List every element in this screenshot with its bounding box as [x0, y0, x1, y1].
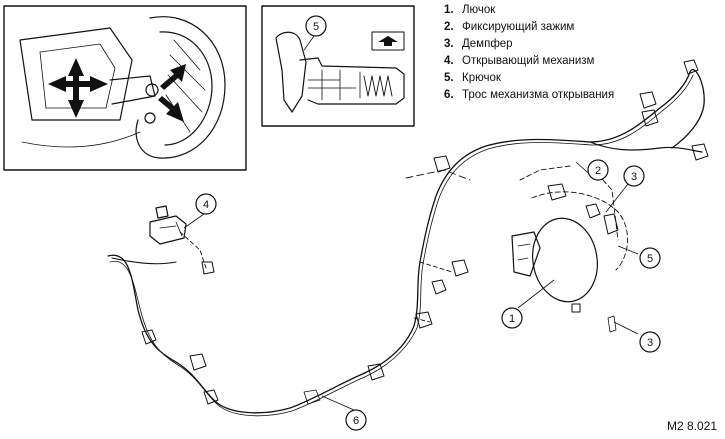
legend-number: 2. [444, 21, 454, 33]
callout-label: 1 [509, 313, 515, 325]
legend-number: 6. [444, 89, 454, 101]
callout-2: 2 [587, 159, 609, 181]
cable-clips [141, 59, 709, 405]
callout-5: 5 [639, 247, 661, 269]
legend-text: Лючок [462, 4, 496, 16]
legend-item: 3. Демпфер [444, 36, 614, 53]
legend-number: 5. [444, 72, 454, 84]
callout-label: 3 [647, 337, 653, 349]
callout-label: 5 [647, 253, 653, 265]
legend-number: 3. [444, 38, 454, 50]
parts-legend: 1. Лючок 2. Фиксирующий зажим 3. Демпфер 4.… [444, 2, 614, 104]
legend-item: 2. Фиксирующий зажим [444, 19, 614, 36]
leader-lines [183, 35, 639, 411]
callout-label: 3 [631, 171, 637, 183]
figure-code: M2 8.021 [666, 419, 717, 433]
callout-label: 4 [203, 199, 209, 211]
legend-text: Трос механизма открывания [462, 89, 615, 101]
opener-mechanism [149, 205, 187, 245]
legend-item: 4. Открывающий механизм [444, 53, 614, 70]
adjustment-arrows [48, 58, 186, 122]
callout-3-upper: 3 [623, 165, 645, 187]
inset-hook-mechanism [261, 5, 415, 127]
legend-item: 6. Трос механизма открывания [444, 87, 614, 104]
callout-4: 4 [195, 193, 217, 215]
cable-routing [107, 69, 705, 417]
legend-number: 1. [444, 4, 454, 16]
callout-5-inset: 5 [305, 15, 327, 37]
legend-text: Фиксирующий зажим [462, 21, 575, 33]
inset-fuel-door [3, 5, 247, 171]
callout-label: 6 [353, 415, 359, 427]
legend-item: 1. Лючок [444, 2, 614, 19]
callout-label: 5 [313, 21, 319, 33]
legend-number: 4. [444, 55, 454, 67]
callout-markers: 5 4 2 3 5 1 3 6 [195, 15, 661, 431]
fuel-door-part [511, 191, 628, 303]
legend-text: Открывающий механизм [462, 55, 595, 67]
callout-label: 2 [595, 165, 601, 177]
callout-1: 1 [501, 307, 523, 329]
legend-item: 5. Крючок [444, 70, 614, 87]
legend-text: Крючок [462, 72, 501, 84]
callout-3-lower: 3 [639, 331, 661, 353]
callout-6: 6 [345, 409, 367, 431]
legend-text: Демпфер [462, 38, 513, 50]
